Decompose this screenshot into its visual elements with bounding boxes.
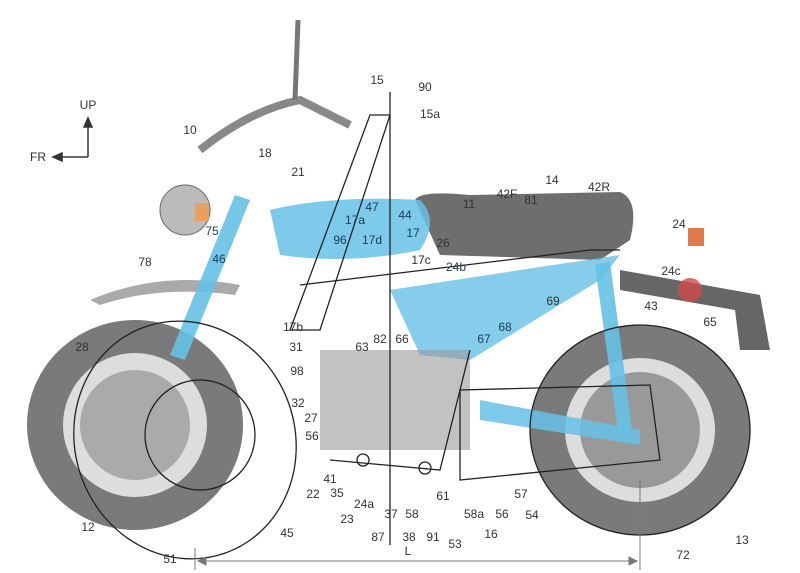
ref-label: 65 xyxy=(703,315,717,329)
dimension-label: L xyxy=(404,544,412,558)
ref-label: 45 xyxy=(280,526,294,540)
ref-label: 75 xyxy=(205,224,219,238)
ref-label: 96 xyxy=(333,233,347,247)
headlight xyxy=(159,184,211,236)
front-fender xyxy=(90,280,240,305)
ref-label: 53 xyxy=(448,537,462,551)
ref-label: 24c xyxy=(661,264,681,278)
ref-label: 63 xyxy=(355,340,369,354)
ref-label: 66 xyxy=(395,332,409,346)
ref-label: 58a xyxy=(463,507,485,521)
ref-label: 90 xyxy=(418,80,432,94)
ref-label: 17c xyxy=(411,253,431,267)
ref-label: 24b xyxy=(445,260,467,274)
swingarm xyxy=(480,400,640,445)
ref-label: 32 xyxy=(291,396,305,410)
ref-label: 31 xyxy=(289,340,303,354)
ref-label: 56 xyxy=(305,429,319,443)
ref-label: 27 xyxy=(304,411,318,425)
ref-label: 22 xyxy=(306,487,320,501)
ref-label: 44 xyxy=(398,208,412,222)
ref-label: 12 xyxy=(81,520,95,534)
ref-label: 28 xyxy=(75,340,89,354)
ref-label: 15a xyxy=(419,107,441,121)
ref-label: 46 xyxy=(212,252,226,266)
ref-label: 68 xyxy=(498,320,512,334)
ref-label: 43 xyxy=(644,299,658,313)
direction-arrows xyxy=(51,116,94,163)
ref-label: 42F xyxy=(496,187,518,201)
ref-label: 47 xyxy=(365,200,379,214)
ref-label: 26 xyxy=(436,236,450,250)
ref-label: 37 xyxy=(384,507,398,521)
engine xyxy=(320,350,470,450)
direction-up-label: UP xyxy=(79,98,97,112)
mirror xyxy=(292,19,301,101)
ref-label: 98 xyxy=(290,364,304,378)
ref-label: 17 xyxy=(406,226,420,240)
ref-label: 61 xyxy=(436,489,450,503)
ref-label: 17b xyxy=(282,320,304,334)
rear-fender xyxy=(620,270,770,350)
ref-label: 51 xyxy=(163,552,177,566)
ref-label: 15 xyxy=(370,73,384,87)
direction-front-label: FR xyxy=(30,150,46,164)
seat xyxy=(415,192,634,260)
tail-light xyxy=(678,278,702,302)
ref-label: 78 xyxy=(138,255,152,269)
ref-label: 18 xyxy=(258,146,272,160)
front-tire xyxy=(27,320,243,530)
frame-side-cover xyxy=(390,255,620,360)
ref-label: 35 xyxy=(330,486,344,500)
front-fork xyxy=(170,195,250,360)
ref-label: 38 xyxy=(402,530,416,544)
dimension-L-arrow xyxy=(194,480,641,570)
ref-label: 56 xyxy=(495,507,509,521)
ref-label: 13 xyxy=(735,533,749,547)
front-turn-signal xyxy=(195,203,209,221)
ref-label: 69 xyxy=(546,294,560,308)
ref-label: 17d xyxy=(361,233,383,247)
rear-shock xyxy=(595,262,632,432)
ref-label: 23 xyxy=(340,512,354,526)
ref-label: 82 xyxy=(373,332,387,346)
ref-label: 81 xyxy=(524,193,538,207)
ref-label: 24a xyxy=(353,497,375,511)
ref-label: 42R xyxy=(587,180,611,194)
ref-label: 10 xyxy=(183,123,197,137)
ref-label: 57 xyxy=(514,487,528,501)
ref-label: 91 xyxy=(426,530,440,544)
ref-label: 67 xyxy=(477,332,491,346)
ref-label: 58 xyxy=(405,507,419,521)
ref-label: 17a xyxy=(344,213,366,227)
ref-label: 87 xyxy=(371,530,385,544)
ref-label: 72 xyxy=(676,548,690,562)
ref-label: 24 xyxy=(672,217,686,231)
ref-label: 54 xyxy=(525,508,539,522)
ref-label: 41 xyxy=(323,472,337,486)
ref-label: 16 xyxy=(484,527,498,541)
ref-label: 11 xyxy=(462,197,476,211)
ref-label: 14 xyxy=(545,173,559,187)
handlebar xyxy=(197,95,352,154)
rear-turn-signal xyxy=(688,228,704,246)
ref-label: 21 xyxy=(291,165,305,179)
